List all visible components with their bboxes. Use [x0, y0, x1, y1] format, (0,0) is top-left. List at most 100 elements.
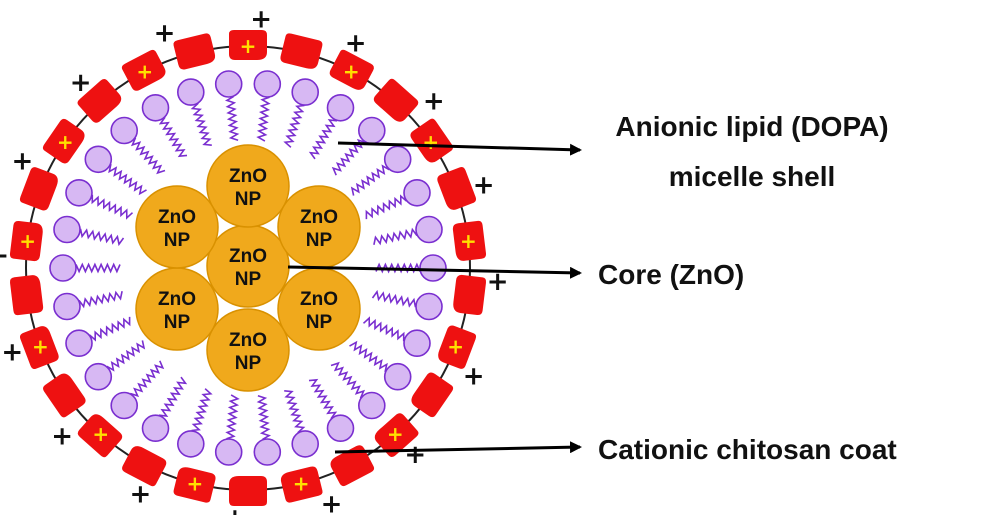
- exterior-positive-charge: +: [473, 171, 495, 201]
- lipid-head: [110, 391, 138, 420]
- coat-segment: +: [374, 413, 419, 458]
- exterior-charge-layer: ++++++++++++++++: [0, 4, 509, 515]
- lipid-molecule: [49, 254, 121, 282]
- coat-segment: [453, 274, 487, 316]
- coat-segment: [330, 445, 375, 487]
- lipid-molecule: [177, 78, 212, 146]
- coat-segment: [437, 166, 477, 210]
- coat-segment: +: [173, 467, 216, 503]
- np-label-line2: NP: [235, 189, 262, 210]
- coat-segment: +: [9, 220, 43, 262]
- lipid-head: [141, 94, 170, 122]
- lipid-molecule: [308, 94, 355, 160]
- coat-positive-charge: +: [32, 335, 49, 359]
- np-label-line2: NP: [235, 353, 262, 374]
- lipid-molecule: [65, 316, 131, 358]
- lipid-head: [253, 70, 282, 98]
- lipid-head: [357, 116, 386, 145]
- lipid-head: [110, 116, 138, 145]
- coat-positive-charge: +: [19, 229, 36, 253]
- exterior-positive-charge: +: [487, 267, 509, 297]
- coat-segment: +: [438, 325, 477, 369]
- lipid-molecule: [110, 360, 165, 420]
- coat-positive-charge: +: [92, 422, 109, 446]
- lipid-head: [53, 215, 81, 244]
- chitosan-coat-layer: + + + + + + + + + + + + +: [9, 30, 487, 506]
- coat-segment: [19, 167, 58, 211]
- lipid-head: [357, 391, 386, 420]
- lipid-molecule: [253, 70, 282, 142]
- coat-positive-charge: +: [240, 34, 257, 58]
- lipid-head: [415, 215, 443, 244]
- lipid-molecule: [253, 394, 282, 466]
- lipid-head: [403, 329, 431, 358]
- np-label-line2: NP: [306, 312, 333, 333]
- np-label-line2: NP: [164, 312, 191, 333]
- shell-pointer-arrow: [337, 141, 582, 156]
- coat-positive-charge: +: [460, 229, 477, 253]
- lipid-head: [291, 78, 320, 106]
- lipid-head: [214, 438, 243, 466]
- lipid-molecule: [331, 116, 386, 176]
- coat-positive-charge: +: [57, 130, 74, 154]
- lipid-head: [253, 438, 282, 466]
- lipid-head: [415, 292, 443, 321]
- np-label-line1: ZnO: [300, 289, 338, 310]
- lipid-molecule: [53, 215, 125, 247]
- lipid-molecule: [141, 94, 188, 158]
- lipid-molecule: [362, 316, 431, 358]
- lipid-head: [403, 179, 431, 207]
- lipid-molecule: [373, 215, 443, 246]
- coat-segment: [122, 446, 167, 487]
- lipid-head: [326, 414, 355, 443]
- coat-segment: +: [42, 118, 85, 164]
- shell-label-line2: micelle shell: [669, 161, 836, 192]
- coat-segment: [280, 33, 323, 69]
- exterior-positive-charge: +: [463, 362, 485, 392]
- lipid-molecule: [65, 179, 134, 220]
- lipid-molecule: [330, 361, 386, 420]
- exterior-positive-charge: +: [12, 146, 34, 176]
- coat-positive-charge: +: [187, 472, 204, 496]
- exterior-positive-charge: +: [51, 421, 73, 451]
- exterior-positive-charge: +: [70, 68, 92, 98]
- np-label-line1: ZnO: [300, 207, 338, 228]
- np-label-line1: ZnO: [158, 289, 196, 310]
- lipid-head: [177, 430, 205, 458]
- lipid-head: [419, 254, 447, 282]
- lipid-head: [84, 362, 113, 391]
- coat-segment: [373, 78, 419, 122]
- coat-pointer-arrow: [334, 441, 582, 454]
- core-label: Core (ZnO): [598, 259, 744, 290]
- lipid-molecule: [371, 289, 443, 321]
- coat-positive-charge: +: [447, 335, 464, 359]
- exterior-positive-charge: +: [423, 87, 445, 117]
- lipid-head: [326, 94, 355, 122]
- np-label-line1: ZnO: [229, 246, 267, 267]
- lipid-molecule: [283, 78, 320, 148]
- coat-segment: [9, 275, 44, 316]
- lipid-molecule: [177, 388, 213, 458]
- lipid-head: [65, 329, 93, 358]
- lipid-shell-layer: [49, 70, 447, 466]
- coat-segment: [411, 372, 454, 418]
- np-label-line2: NP: [235, 269, 262, 290]
- lipid-molecule: [214, 394, 243, 466]
- np-label-line2: NP: [164, 230, 191, 251]
- exterior-positive-charge: +: [250, 4, 272, 34]
- coat-segment: +: [229, 30, 267, 60]
- coat-segment: +: [329, 49, 374, 90]
- coat-segment: [229, 476, 267, 506]
- lipid-head: [53, 292, 81, 321]
- lipid-head: [383, 145, 412, 174]
- lipid-molecule: [214, 70, 243, 142]
- coat-segment: +: [452, 220, 487, 261]
- lipid-molecule: [53, 290, 123, 321]
- lipid-head: [383, 362, 412, 391]
